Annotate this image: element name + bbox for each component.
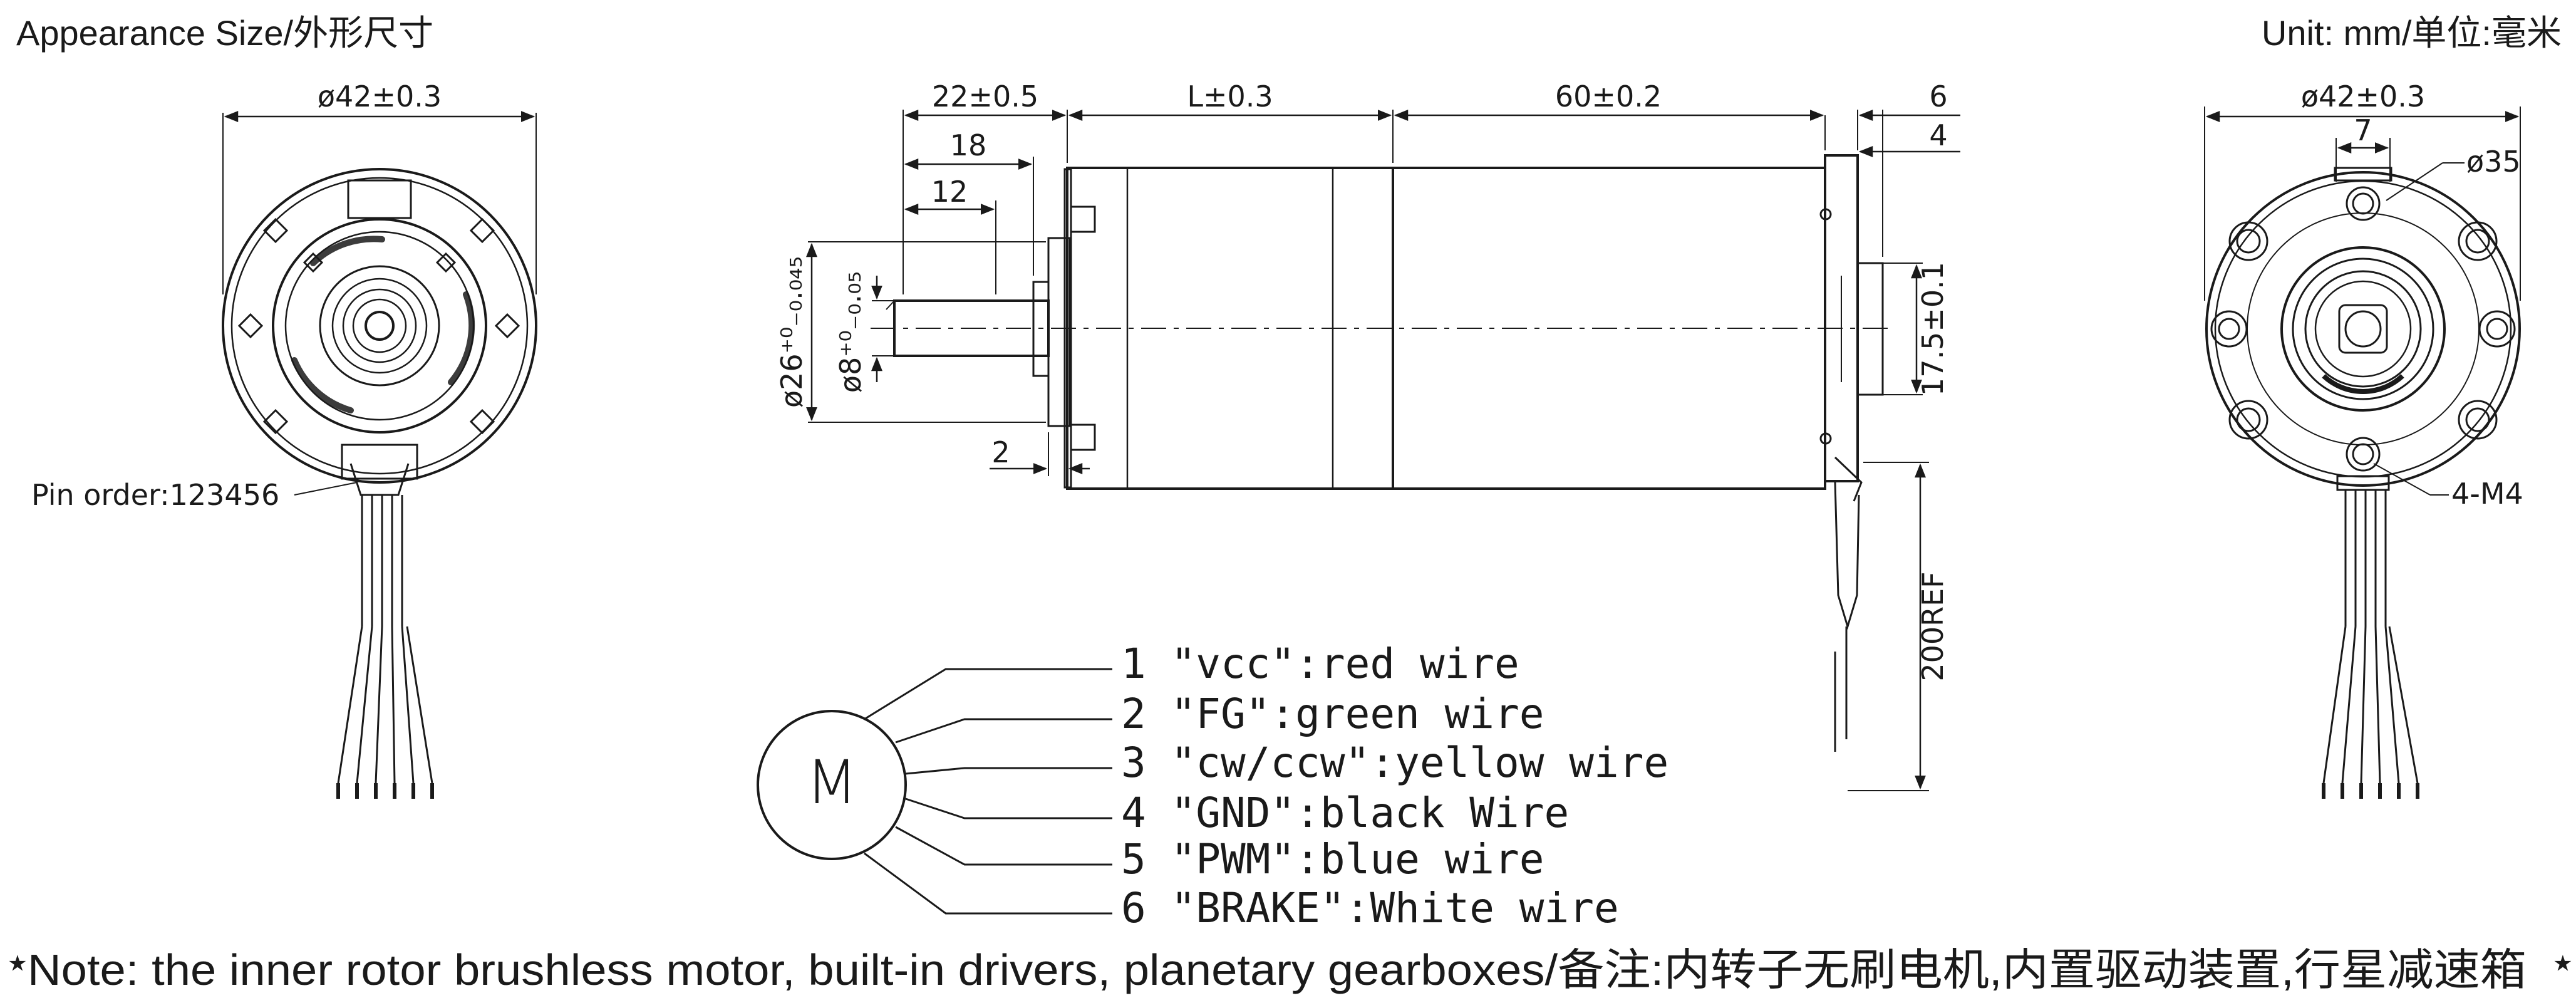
wire-item-3: 3 "cw/ccw":yellow wire: [1121, 739, 1668, 787]
rear-diameter-label: ø42±0.3: [2301, 80, 2425, 113]
wire-item-2: 2 "FG":green wire: [1121, 690, 1544, 738]
dim-wire-length: 200REF: [1916, 571, 1950, 681]
rear-view: [2204, 107, 2521, 799]
dim-17-5: 17.5±0.1: [1916, 262, 1950, 396]
dim-12: 12: [931, 175, 968, 209]
page-title: Appearance Size/外形尺寸: [16, 13, 433, 53]
motor-label: M: [806, 747, 858, 818]
wire-item-1: 1 "vcc":red wire: [1121, 640, 1519, 688]
dim-2: 2: [991, 435, 1010, 469]
side-view: [806, 110, 1960, 791]
dim-shaft-diameter: ø8⁺⁰₋₀.₀₅: [834, 271, 867, 393]
note-bullet-right: ⋆: [2549, 938, 2576, 987]
wire-item-6: 6 "BRAKE":White wire: [1121, 884, 1619, 932]
dim-motor-length: 60±0.2: [1555, 80, 1662, 113]
unit-label: Unit: mm/单位:毫米: [2262, 13, 2562, 53]
dim-6: 6: [1929, 80, 1947, 113]
front-view: [222, 111, 537, 799]
wire-item-5: 5 "PWM":blue wire: [1121, 835, 1544, 883]
holes-label: 4-M4: [2451, 477, 2523, 511]
motor-symbol: [757, 710, 907, 860]
note-bullet-left: ⋆: [4, 938, 31, 987]
dim-4: 4: [1929, 118, 1947, 152]
pcd-label: ø35: [2466, 145, 2521, 179]
wire-item-4: 4 "GND":black Wire: [1121, 789, 1569, 837]
dim-shaft-total: 22±0.5: [932, 80, 1038, 113]
wiring-legend: [757, 668, 1112, 915]
dim-7: 7: [2354, 113, 2372, 147]
dim-gearbox-length: L±0.3: [1187, 80, 1273, 113]
note-text: Note: the inner rotor brushless motor, b…: [28, 945, 2527, 994]
pin-order-label: Pin order:123456: [31, 478, 279, 512]
dim-flange-diameter: ø26⁺⁰₋₀.₀₄₅: [775, 256, 809, 408]
front-diameter-label: ø42±0.3: [318, 80, 442, 113]
dim-18: 18: [950, 128, 987, 162]
